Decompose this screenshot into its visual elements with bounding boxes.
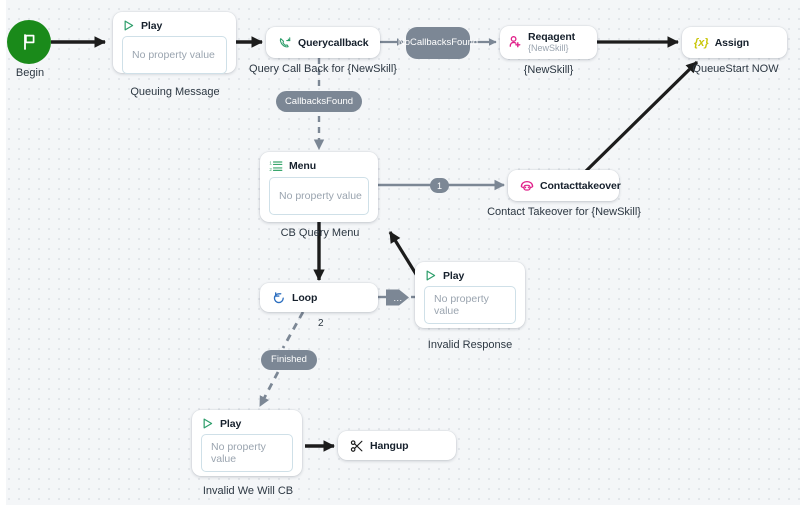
property-value-field[interactable]: No property value [269,177,369,215]
play-icon [124,20,134,31]
invalid-we-will-cb-caption: Invalid We Will CB [202,485,294,497]
branch-label-2: 2 [318,318,324,329]
wire-loop-to-finished [281,311,305,349]
node-header: Play [113,12,236,36]
canvas-left-margin [0,0,6,505]
contacttakeover-caption: Contact Takeover for {NewSkill} [487,206,641,218]
node-header: Play [415,262,525,286]
property-value-field[interactable]: No property value [122,36,227,74]
connector-label-finished[interactable]: Finished [261,350,317,370]
node-loop[interactable]: Loop [260,283,378,312]
begin-caption: Begin [15,67,45,79]
reqagent-caption: {NewSkill} [523,64,574,76]
node-assign[interactable]: {x} Assign [682,27,787,58]
branch-badge-1[interactable]: 1 [430,178,449,193]
contact-takeover-icon [520,180,534,191]
wire-finished-to-invalid-we-will-cb [258,371,280,407]
node-cb-query-menu[interactable]: 1 2 Menu No property value [260,152,378,222]
node-header: {x} Assign [682,27,787,58]
node-subtitle: {NewSkill} [528,43,569,53]
loop-branch-dots-badge[interactable]: ... [386,287,410,308]
node-header: Reqagent {NewSkill} [500,26,597,53]
numbered-list-icon: 1 2 [269,160,283,172]
scissors-icon [350,439,363,452]
queuing-message-caption: Queuing Message [130,86,220,98]
node-contacttakeover[interactable]: Contacttakeover [508,170,621,201]
node-header: Querycallback [266,27,380,58]
connector-label-no-callbacks-found[interactable]: NoCallbacksFound [398,27,478,59]
querycallback-caption: Query Call Back for {NewSkill} [249,63,397,75]
node-title: Reqagent [528,31,576,43]
wire-contacttakeover-to-assign [583,60,699,174]
property-value-field[interactable]: No property value [424,286,516,324]
pentagon-shape [386,289,409,306]
node-invalid-response[interactable]: Play No property value [415,262,525,328]
begin-node[interactable] [7,20,51,64]
node-title: Play [443,269,465,282]
cb-query-menu-caption: CB Query Menu [280,227,360,239]
flag-icon [24,34,35,50]
node-title: Contacttakeover [540,179,621,192]
person-add-icon [509,36,521,48]
svg-text:2: 2 [269,167,272,172]
node-reqagent[interactable]: Reqagent {NewSkill} [500,26,597,59]
node-title: Assign [714,36,750,49]
node-title: Play [220,417,242,430]
invalid-response-caption: Invalid Response [427,339,513,351]
phone-callback-icon [279,36,291,47]
node-header: Loop [260,283,378,312]
node-invalid-we-will-cb[interactable]: Play No property value [192,410,302,476]
property-value-field[interactable]: No property value [201,434,293,472]
node-title: Querycallback [298,36,369,49]
node-header: 1 2 Menu [260,152,378,177]
node-header: Play [192,410,302,434]
loop-icon [273,291,284,303]
play-icon [203,418,213,429]
node-querycallback[interactable]: Querycallback [266,27,380,58]
node-title: Menu [289,160,317,172]
connector-label-callbacks-found[interactable]: CallbacksFound [276,91,362,112]
node-header: Hangup [338,431,456,460]
svg-text:1: 1 [269,160,272,165]
node-header: Contacttakeover [508,170,621,201]
dots-label: ... [393,292,403,303]
play-icon [426,270,436,281]
node-title: Play [141,19,163,32]
variable-icon: {x} [694,36,709,49]
node-title: Hangup [370,439,409,452]
node-hangup[interactable]: Hangup [338,431,456,460]
assign-caption: QueueStart NOW [692,63,779,75]
node-queuing-message[interactable]: Play No property value [113,12,236,74]
node-title: Loop [292,291,318,304]
